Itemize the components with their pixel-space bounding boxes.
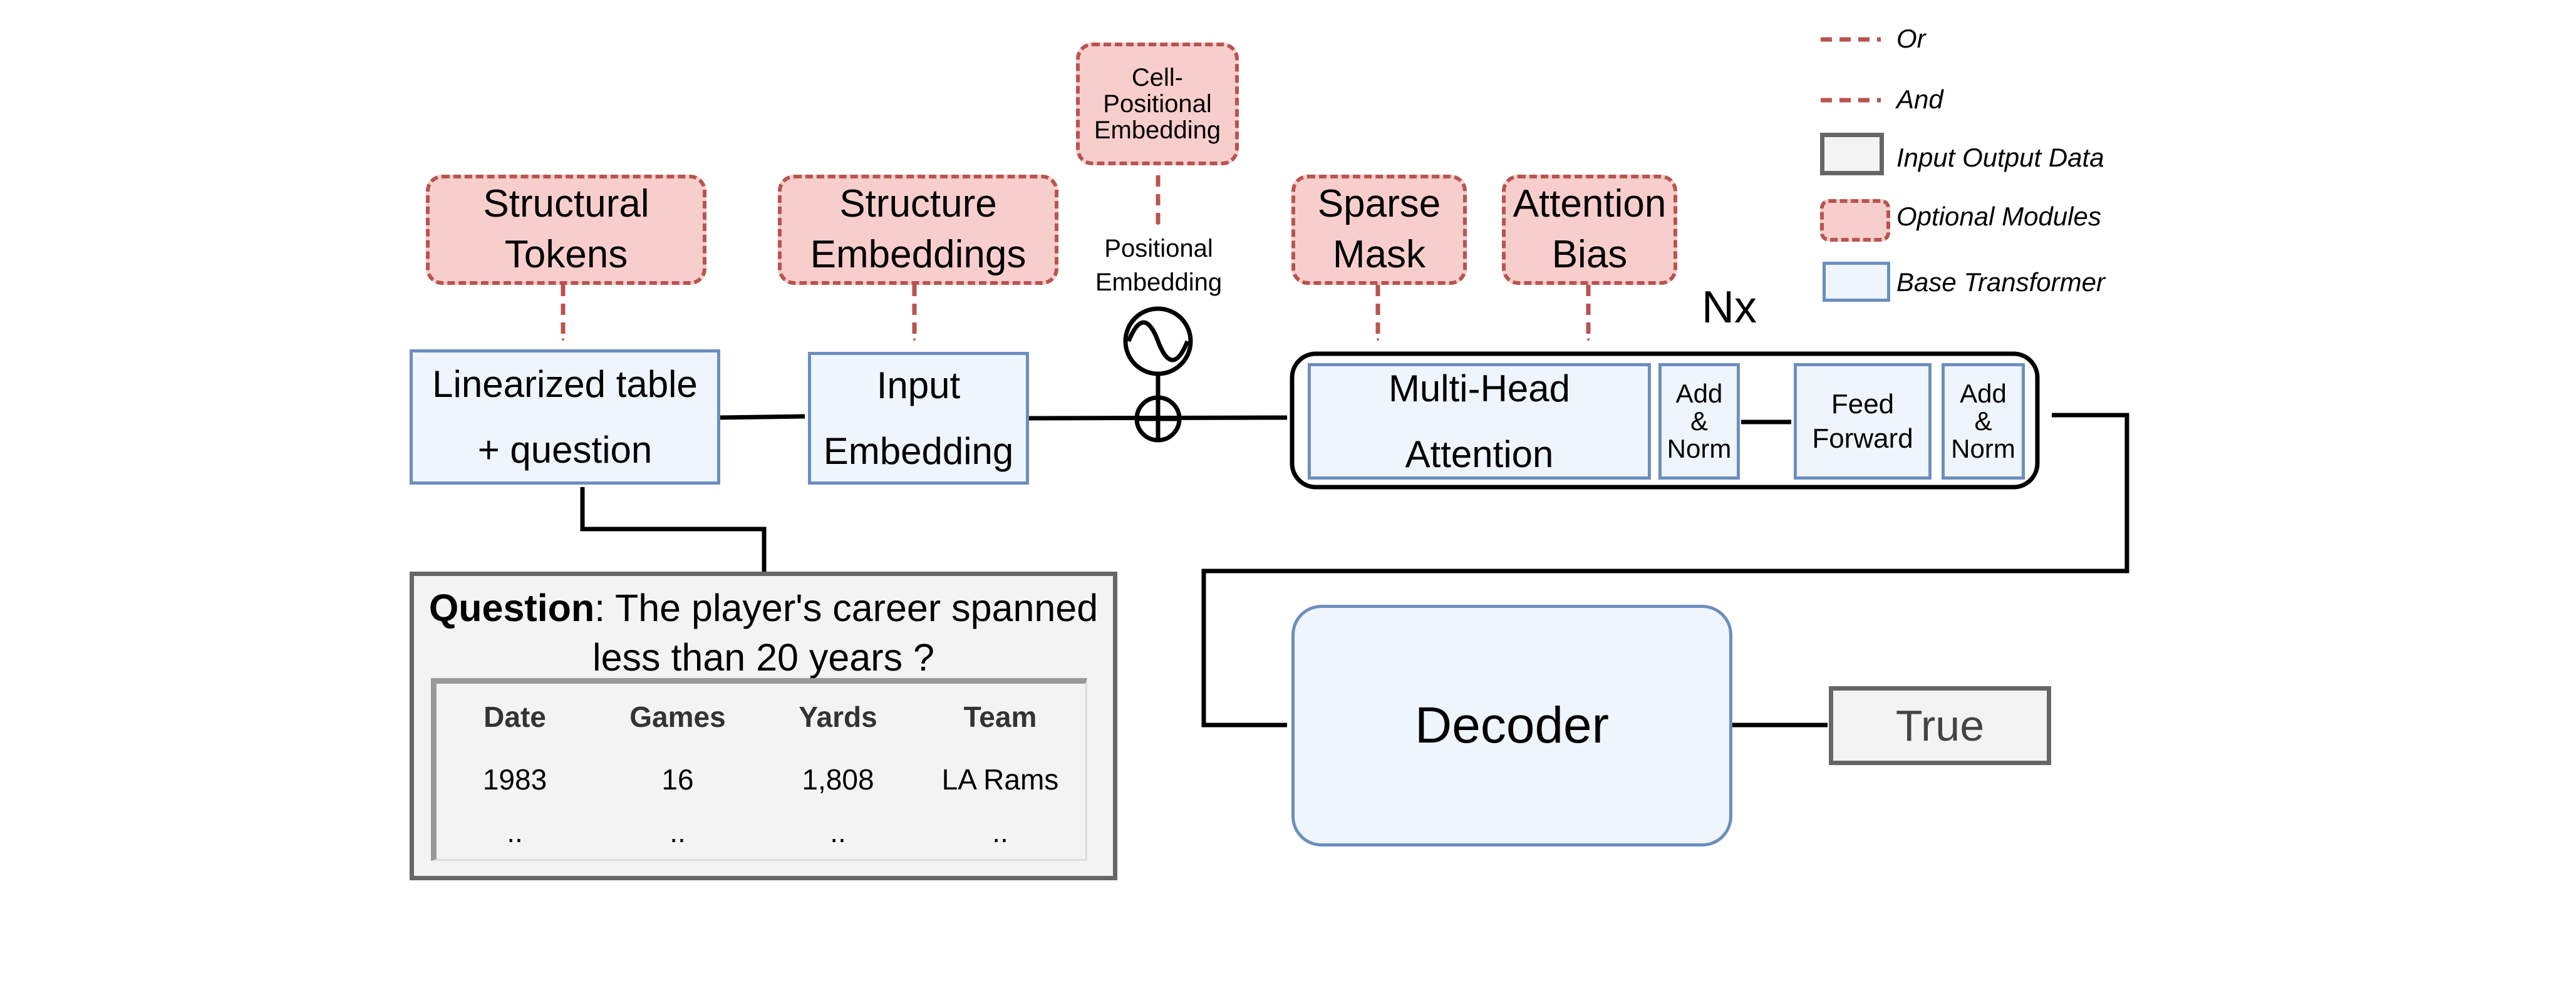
legend-or-label: Or — [1896, 24, 1926, 53]
table-header-team: Team — [963, 701, 1037, 733]
table-header-row — [437, 684, 1085, 749]
positional-embedding-label: Positional Embedding — [1084, 232, 1234, 299]
output-true-box: True — [1829, 686, 2051, 765]
encoder-nx-container — [1290, 351, 2040, 490]
sine-wave-icon — [1126, 320, 1190, 363]
positional-embedding-line2: Embedding — [1095, 269, 1223, 296]
add-norm-2-line3: Norm — [1951, 434, 2015, 464]
structure-embeddings-line2: Embeddings — [810, 233, 1027, 276]
add-norm-block-2: Add&Norm — [1942, 363, 2025, 480]
legend-io-swatch — [1820, 133, 1884, 175]
nx-label: Nx — [1702, 282, 1757, 332]
add-norm-block-1: Add&Norm — [1658, 363, 1740, 480]
table-cell: .. — [670, 816, 686, 848]
question-line1: : The player's career spanned — [594, 587, 1099, 629]
decoder-label: Decoder — [1415, 697, 1609, 754]
feed-forward-line1: Feed — [1831, 389, 1895, 419]
structure-embeddings-line1: Structure — [839, 182, 997, 226]
add-norm-1-line3: Norm — [1667, 434, 1732, 464]
legend-optional-label: Optional Modules — [1896, 202, 2101, 231]
cell-positional-line3: Embedding — [1094, 116, 1221, 144]
structural-tokens-line1: Structural — [483, 182, 649, 226]
legend-base-label: Base Transformer — [1896, 267, 2105, 297]
table-cell: .. — [992, 816, 1008, 848]
arrow-question-to-linearized — [580, 486, 767, 573]
sparse-mask-line2: Mask — [1332, 233, 1426, 276]
arrow-encoder-to-decoder — [1201, 413, 2129, 728]
input-embedding-line2: Embedding — [823, 430, 1014, 472]
table-header-yards: Yards — [799, 701, 877, 733]
table-cell: 1,808 — [802, 763, 874, 796]
table-cell: .. — [830, 816, 846, 848]
add-norm-1-line2: & — [1690, 406, 1708, 436]
question-bold-label: Question — [428, 587, 595, 629]
decoder-block: Decoder — [1291, 605, 1732, 846]
structural-tokens-line2: Tokens — [504, 233, 628, 276]
cell-positional-line1: Cell- — [1131, 64, 1184, 91]
feed-forward-line2: Forward — [1812, 423, 1913, 454]
table-cell: .. — [507, 816, 523, 848]
table-cell: LA Rams — [941, 763, 1059, 796]
legend-base-swatch — [1823, 262, 1890, 302]
output-true-label: True — [1895, 701, 1985, 750]
sparse-mask-line1: Sparse — [1317, 182, 1441, 226]
table-header-games: Games — [629, 701, 726, 733]
legend-optional-swatch — [1820, 199, 1890, 242]
question-line2: less than 20 years ? — [592, 636, 934, 679]
table-cell: 16 — [661, 763, 694, 796]
table-header-date: Date — [484, 701, 546, 733]
add-norm-2-line1: Add — [1960, 378, 2007, 408]
input-embedding-line1: Input — [876, 364, 961, 406]
linearized-table-block: Linearized table + question — [410, 349, 720, 485]
table-cell: 1983 — [482, 763, 547, 796]
multi-head-line1: Multi-Head — [1388, 368, 1571, 409]
add-norm-2-line2: & — [1974, 406, 1992, 436]
attention-bias-line2: Bias — [1551, 233, 1628, 276]
linearized-line2: + question — [477, 429, 653, 471]
multi-head-line2: Attention — [1405, 433, 1554, 475]
linearized-line1: Linearized table — [432, 363, 698, 405]
question-table: Date Games Yards Team 1983 16 1,808 LA R… — [431, 678, 1087, 861]
legend-io-label: Input Output Data — [1896, 143, 2104, 172]
legend-and-label: And — [1896, 85, 1943, 114]
cell-positional-line2: Positional — [1103, 90, 1212, 118]
question-text: Question: The player's career spanned le… — [429, 584, 1098, 683]
arrow-linearized-to-embedding — [718, 414, 805, 420]
add-norm-1-line1: Add — [1675, 378, 1723, 408]
positional-embedding-line1: Positional — [1104, 235, 1213, 262]
attention-bias-line1: Attention — [1513, 182, 1667, 226]
